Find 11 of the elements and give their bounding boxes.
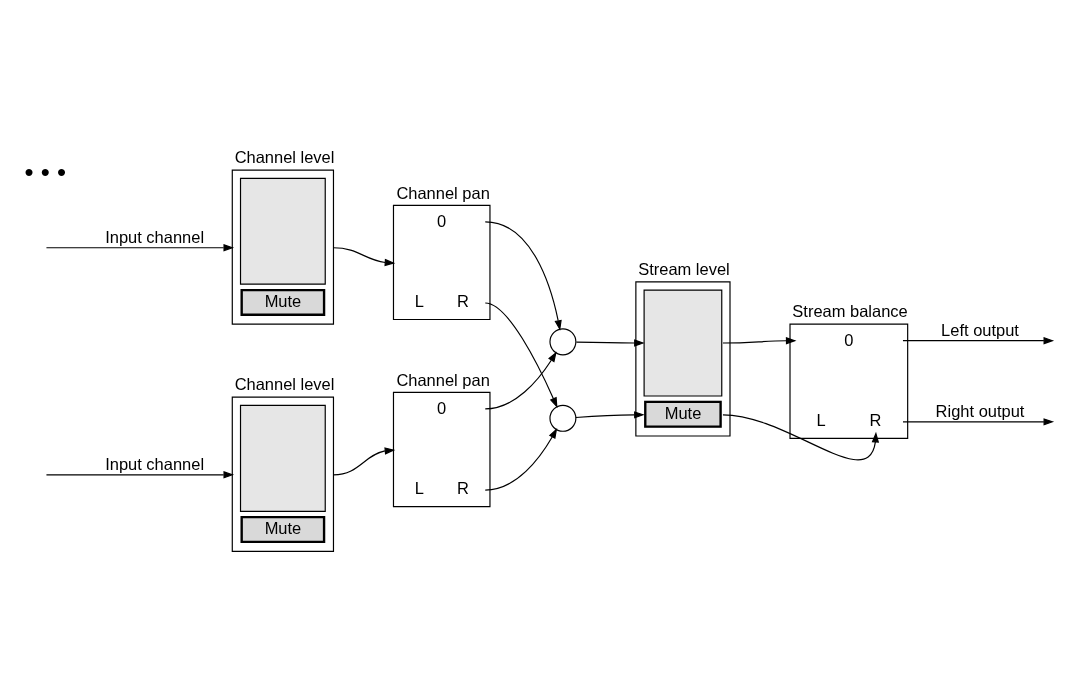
node-label: Channel level [234, 375, 335, 394]
node-label: Channel level [234, 148, 335, 167]
node-label: Channel pan [396, 183, 490, 202]
edge-label: Right output [935, 402, 1025, 421]
edge-label: Left output [941, 321, 1019, 340]
label: • • • [24, 158, 66, 187]
node-label: Stream level [638, 260, 730, 279]
edge-label: Input channel [105, 455, 205, 474]
node-label: Channel pan [396, 370, 490, 389]
node-label: Stream balance [792, 302, 908, 321]
edge-label: Input channel [105, 228, 205, 247]
